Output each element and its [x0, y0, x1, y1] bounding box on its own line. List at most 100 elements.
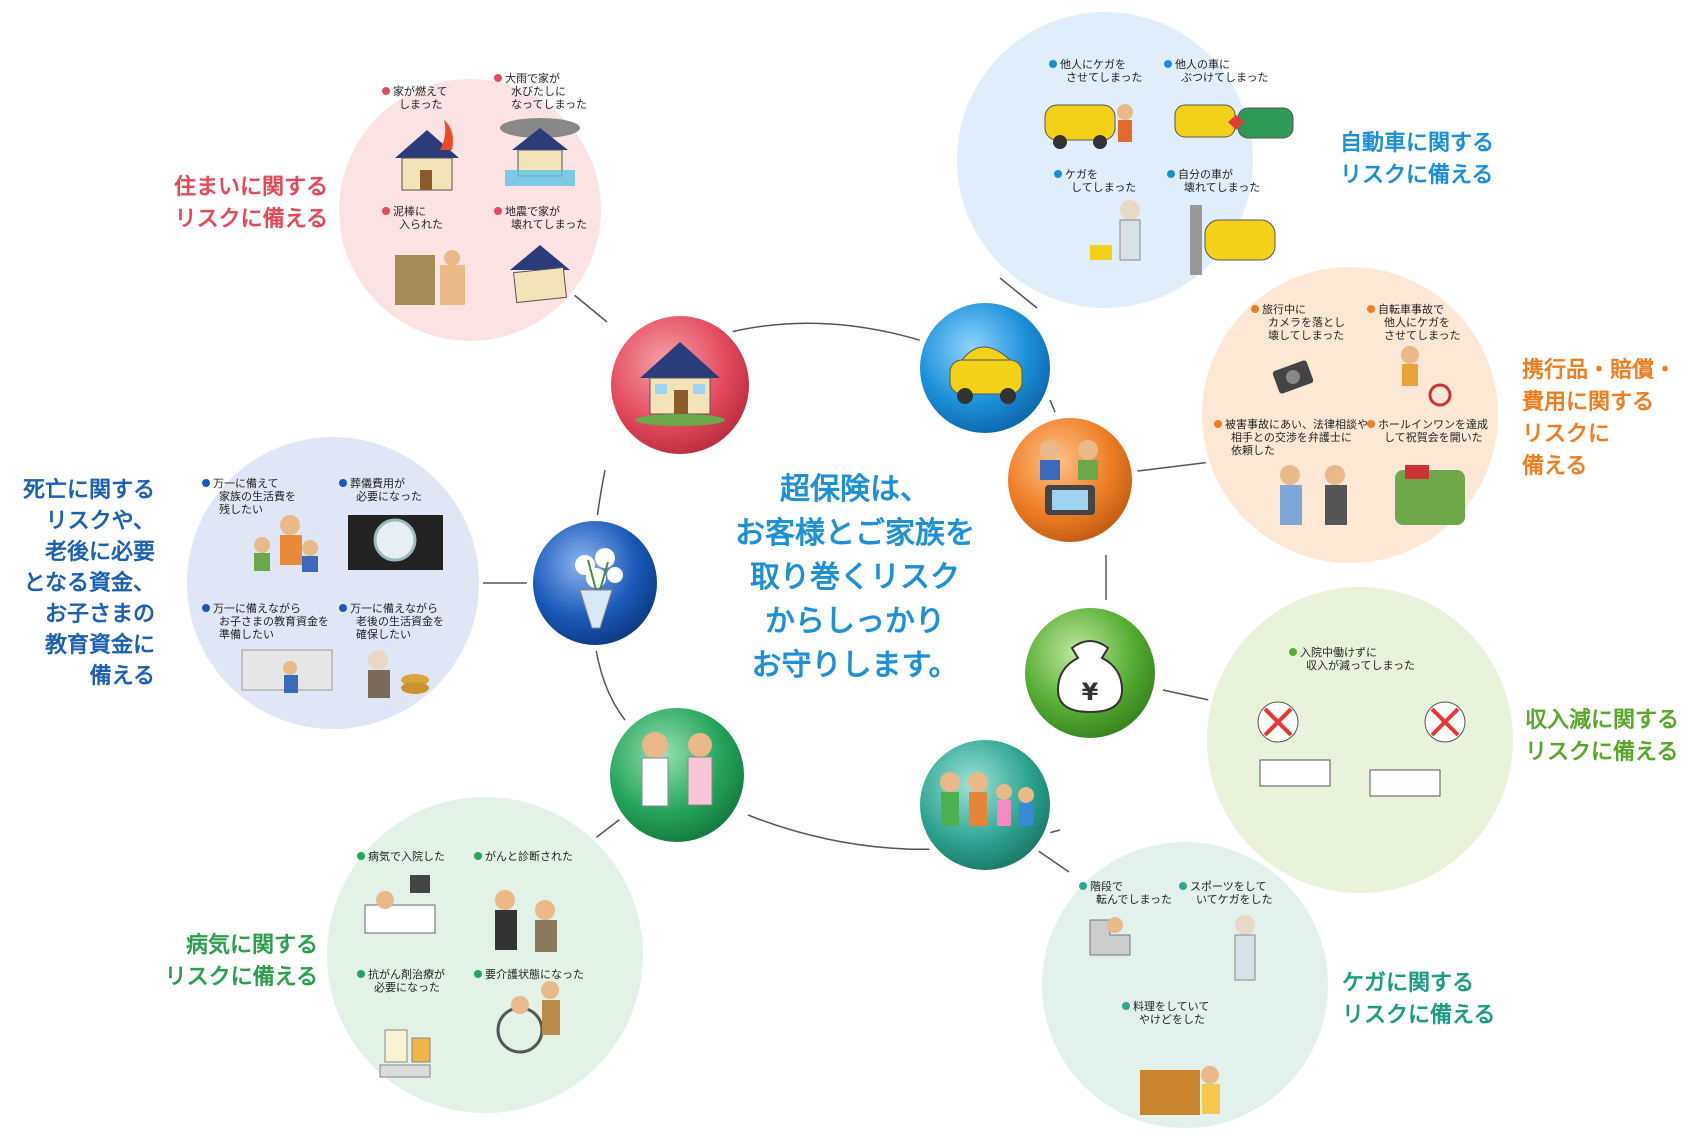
scenario-illustrations: [241, 104, 1466, 1115]
camera-label-line: 備える: [1522, 454, 1588, 479]
flower-bouquet-icon: [575, 548, 623, 629]
bullet-dot-icon: [1289, 648, 1297, 656]
bullet-dot-icon: [1367, 305, 1375, 313]
injury-label-line: リスクに備える: [1342, 1003, 1496, 1028]
bullet-dot-icon: [357, 970, 365, 978]
death-label-line: 老後に必要: [44, 540, 155, 565]
bullet-dot-icon: [1054, 170, 1062, 178]
house-icon: [635, 342, 725, 426]
bullet-dot-icon: [474, 970, 482, 978]
sick-item-text: がんと診断された: [485, 849, 573, 863]
car-item-text: ケガを: [1065, 168, 1098, 181]
family-hub[interactable]: [914, 734, 1056, 876]
school-children-illustration: [241, 649, 333, 693]
death-category-label: 死亡に関するリスクや、老後に必要となる資金、お子さまの教育資金に備える: [10, 475, 155, 692]
sick-label-line: リスクに備える: [164, 965, 318, 990]
house-item-text: しまった: [399, 98, 443, 111]
bullet-dot-icon: [1179, 882, 1187, 890]
injury-label-line: ケガに関する: [1342, 971, 1475, 996]
doctor-nurse-icon: [641, 732, 713, 807]
death-label-line: となる資金、: [23, 571, 155, 596]
bullet-dot-icon: [1049, 60, 1057, 68]
center-message: 超保険は、お客様とご家族を取り巻くリスクからしっかりお守りします。: [690, 468, 1020, 688]
car-hub[interactable]: [914, 297, 1056, 439]
camera-item-text: 他人にケガを: [1384, 316, 1450, 329]
connector-injury: [1036, 849, 1070, 873]
sick-item-caption: 病気で入院した: [357, 849, 445, 863]
cooking-burn-illustration: [1140, 1066, 1220, 1115]
death-item-text: 家族の生活費を: [219, 489, 296, 503]
car-item-text: ぶつけてしまった: [1181, 71, 1269, 84]
injury-item-text: いてケガをした: [1196, 893, 1273, 906]
camera-item-text: 被害事故にあい、法律相談や: [1225, 417, 1368, 431]
death-item-text: 万一に備えて: [213, 477, 278, 490]
injury-scenario-circle: [1038, 838, 1332, 1132]
death-label-line: お子さまの: [44, 602, 155, 627]
death-item-text: お子さまの教育資金を: [219, 614, 329, 628]
money-label-line: リスクに備える: [1525, 740, 1679, 765]
damaged-car-illustration: [1190, 205, 1276, 275]
car-label-line: リスクに備える: [1340, 163, 1494, 188]
car-scenario-circle: [953, 8, 1257, 312]
bullet-dot-icon: [494, 207, 502, 215]
house-hub[interactable]: [605, 310, 755, 460]
money-label-line: 収入減に関する: [1525, 708, 1680, 733]
money-bag-icon: ¥: [1056, 640, 1124, 714]
car-label-line: 自動車に関する: [1340, 131, 1495, 156]
money-scenario-circle: [1203, 583, 1517, 897]
car-item-text: 他人の車に: [1175, 57, 1230, 71]
medicine-illustration: [379, 1029, 431, 1078]
sick-item-text: 要介護状態になった: [485, 967, 584, 981]
scenario-captions: 家が燃えてしまった大雨で家が水びたしになってしまった泥棒に入られた地震で家が壊れ…: [202, 57, 1488, 1026]
car-collision-illustration: [1174, 104, 1294, 139]
flower-hub[interactable]: [527, 515, 663, 651]
death-item-text: 確保したい: [356, 627, 411, 641]
car-icon: [949, 346, 1023, 404]
camera-item-text: 相手との交渉を弁護士に: [1231, 430, 1352, 444]
medical-hub[interactable]: [604, 702, 750, 848]
house-category-label: 住まいに関するリスクに備える: [148, 172, 328, 236]
money-category-label: 収入減に関するリスクに備える: [1525, 705, 1690, 769]
death-label-line: 備える: [89, 664, 155, 689]
money-hub[interactable]: ¥: [1019, 602, 1161, 744]
death-item-text: 残したい: [219, 502, 263, 516]
money-item-text: 収入が減ってしまった: [1306, 658, 1415, 672]
death-item-text: 必要になった: [356, 490, 422, 503]
center-message-line: 取り巻くリスク: [750, 560, 960, 595]
bullet-dot-icon: [382, 207, 390, 215]
camera-label-line: リスクに: [1522, 422, 1611, 447]
car-item-text: してしまった: [1071, 181, 1136, 194]
injury-item-text: 階段で: [1090, 879, 1123, 893]
retirement-savings-illustration: [368, 650, 429, 698]
car-accident-illustration: [1044, 104, 1133, 149]
bullet-dot-icon: [1164, 60, 1172, 68]
death-item-text: 万一に備えながら: [350, 601, 438, 615]
camera-item-text: カメラを落とし: [1268, 316, 1345, 329]
dropped-camera-illustration: [1272, 360, 1314, 394]
burglar-room-illustration: [395, 250, 465, 305]
funeral-altar-illustration: [348, 515, 443, 570]
money-item-text: 入院中働けずに: [1300, 645, 1377, 659]
injury-item-text: 料理をしていて: [1133, 999, 1209, 1013]
death-item-text: 準備したい: [219, 627, 274, 641]
center-message-line: お守りします。: [751, 648, 959, 683]
bullet-dot-icon: [1251, 305, 1259, 313]
camera-hub[interactable]: [1002, 412, 1138, 548]
house-item-text: 入られた: [399, 218, 443, 231]
camera-label-line: 費用に関する: [1522, 390, 1655, 415]
connector-ring: [590, 322, 1061, 851]
camera-item-text: 依頼した: [1231, 444, 1275, 457]
